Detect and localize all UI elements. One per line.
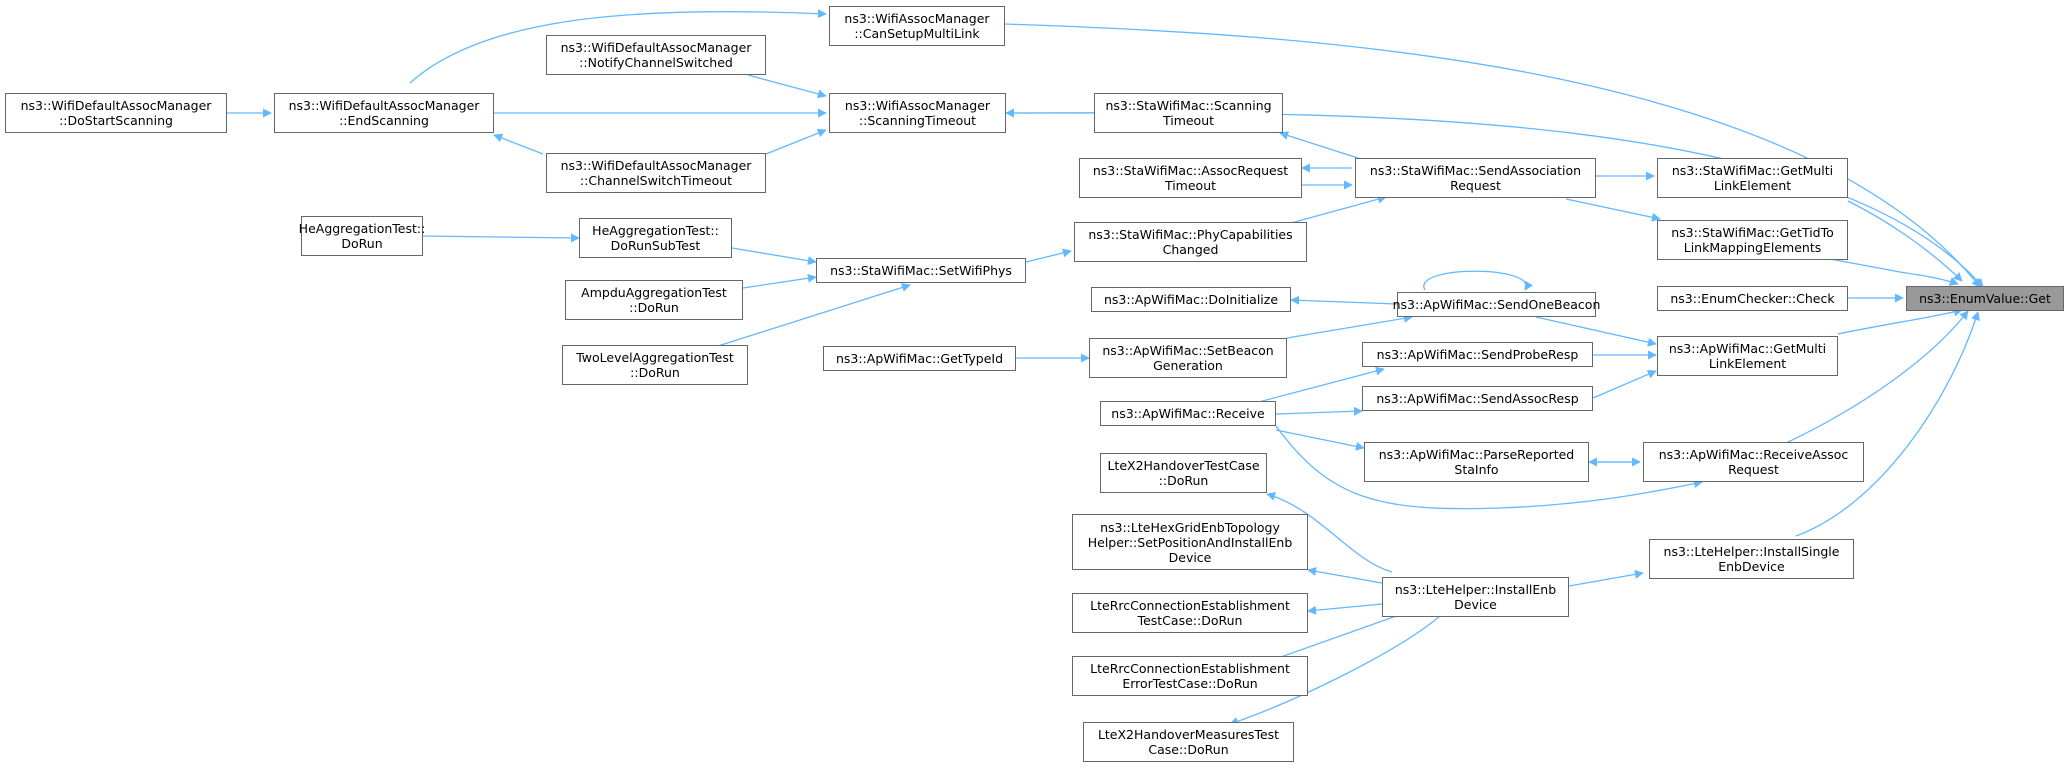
node-sta-scanning-timeout[interactable]: ns3::StaWifiMac::Scanning Timeout — [1094, 93, 1283, 133]
node-lte-rrc-conn-est-error-test-dorun[interactable]: LteRrcConnectionEstablishment ErrorTestC… — [1072, 656, 1308, 696]
node-send-association-request[interactable]: ns3::StaWifiMac::SendAssociation Request — [1355, 158, 1596, 198]
node-end-scanning[interactable]: ns3::WifiDefaultAssocManager ::EndScanni… — [274, 93, 494, 133]
edge-send-association-request-to-sta-scanning-timeout — [1279, 131, 1365, 161]
edge-send-one-beacon-loop — [1423, 270, 1534, 291]
node-notify-channel-switched[interactable]: ns3::WifiDefaultAssocManager ::NotifyCha… — [546, 35, 766, 75]
node-lte-hex-grid-set-position[interactable]: ns3::LteHexGridEnbTopology Helper::SetPo… — [1072, 514, 1308, 570]
edge-ap-receive-to-send-assoc-resp — [1275, 406, 1363, 416]
edge-lte-x2-measures-to-install-enb — [1229, 615, 1441, 726]
edge-lte-hex-grid-to-install-enb — [1307, 566, 1383, 584]
node-set-wifi-phys[interactable]: ns3::StaWifiMac::SetWifiPhys — [816, 258, 1026, 283]
edge-install-enb-to-install-single-enb — [1568, 569, 1644, 587]
edge-ap-receive-to-send-probe-resp — [1250, 366, 1385, 405]
edge-lte-rrc-error-test-to-install-enb — [1263, 613, 1403, 665]
node-he-aggregation-test-dorunsubtest[interactable]: HeAggregationTest:: DoRunSubTest — [579, 218, 732, 258]
node-get-tid-to-link-mapping[interactable]: ns3::StaWifiMac::GetTidTo LinkMappingEle… — [1657, 220, 1848, 260]
node-ampdu-aggregation-test-dorun[interactable]: AmpduAggregationTest ::DoRun — [565, 280, 743, 320]
node-channel-switch-timeout[interactable]: ns3::WifiDefaultAssocManager ::ChannelSw… — [546, 153, 766, 193]
node-enum-checker-check[interactable]: ns3::EnumChecker::Check — [1657, 286, 1848, 311]
node-send-one-beacon[interactable]: ns3::ApWifiMac::SendOneBeacon — [1393, 292, 1600, 317]
edge-he-dorunsubtest-to-set-wifi-phys — [731, 247, 817, 266]
edge-channel-switch-timeout-to-end-scanning — [493, 133, 544, 155]
node-phy-capabilities-changed[interactable]: ns3::StaWifiMac::PhyCapabilities Changed — [1074, 222, 1307, 262]
edge-lte-x2-handover-to-install-enb — [1266, 492, 1393, 573]
edge-end-scanning-to-can-setup-multilink — [409, 9, 827, 84]
node-install-enb-device[interactable]: ns3::LteHelper::InstallEnb Device — [1382, 577, 1569, 617]
node-ap-receive[interactable]: ns3::ApWifiMac::Receive — [1100, 401, 1276, 426]
node-enum-value-get: ns3::EnumValue::Get — [1906, 286, 2064, 311]
edge-sta-get-multilink-to-get — [1847, 200, 1963, 282]
node-sta-get-multilink-element[interactable]: ns3::StaWifiMac::GetMulti LinkElement — [1657, 158, 1848, 198]
edge-get-tid-to-link-to-get — [1829, 258, 1959, 286]
node-lte-x2-handover-measures-test-dorun[interactable]: LteX2HandoverMeasuresTest Case::DoRun — [1083, 722, 1294, 762]
node-send-probe-resp[interactable]: ns3::ApWifiMac::SendProbeResp — [1362, 342, 1593, 367]
node-scanning-timeout[interactable]: ns3::WifiAssocManager ::ScanningTimeout — [829, 93, 1006, 133]
edge-receive-assoc-request-to-get — [1783, 310, 1969, 445]
edge-he-dorun-to-he-dorunsubtest — [422, 233, 580, 243]
edge-set-beacon-generation-to-send-one-beacon — [1286, 313, 1413, 339]
node-send-assoc-resp[interactable]: ns3::ApWifiMac::SendAssocResp — [1362, 386, 1593, 411]
node-receive-assoc-request[interactable]: ns3::ApWifiMac::ReceiveAssoc Request — [1643, 442, 1864, 482]
edge-can-setup-multilink-to-get — [1004, 23, 1981, 288]
edge-send-association-request-to-get-tid-to-link — [1565, 198, 1661, 222]
node-he-aggregation-test-dorun[interactable]: HeAggregationTest:: DoRun — [299, 216, 425, 256]
node-set-beacon-generation[interactable]: ns3::ApWifiMac::SetBeacon Generation — [1089, 338, 1287, 378]
edge-ap-receive-to-parse-reported — [1275, 429, 1365, 451]
edge-lte-rrc-test-to-install-enb — [1307, 603, 1383, 615]
edge-send-one-beacon-to-ap-do-initialize — [1290, 295, 1398, 305]
edge-phy-capabilities-to-send-association-request — [1279, 194, 1387, 227]
edge-send-one-beacon-to-ap-get-multilink — [1535, 316, 1657, 347]
edge-channel-switch-timeout-to-scanning-timeout — [765, 128, 827, 155]
edge-ap-get-multilink-to-get — [1837, 307, 1963, 335]
node-assoc-request-timeout[interactable]: ns3::StaWifiMac::AssocRequest Timeout — [1079, 158, 1302, 198]
edge-ap-receive-to-receive-assoc-request — [1275, 425, 1703, 510]
node-lte-rrc-conn-est-test-dorun[interactable]: LteRrcConnectionEstablishment TestCase::… — [1072, 593, 1308, 633]
node-parse-reported-sta-info[interactable]: ns3::ApWifiMac::ParseReported StaInfo — [1364, 442, 1589, 482]
node-can-setup-multilink[interactable]: ns3::WifiAssocManager ::CanSetupMultiLin… — [829, 6, 1005, 46]
node-do-start-scanning[interactable]: ns3::WifiDefaultAssocManager ::DoStartSc… — [5, 93, 227, 133]
node-ap-get-type-id[interactable]: ns3::ApWifiMac::GetTypeId — [823, 346, 1016, 371]
node-lte-x2-handover-test-dorun[interactable]: LteX2HandoverTestCase ::DoRun — [1100, 453, 1267, 493]
edge-set-wifi-phys-to-phy-capabilities — [1025, 248, 1072, 263]
node-two-level-aggregation-test-dorun[interactable]: TwoLevelAggregationTest ::DoRun — [562, 345, 748, 385]
node-ap-get-multilink-element[interactable]: ns3::ApWifiMac::GetMulti LinkElement — [1657, 336, 1838, 376]
node-ap-do-initialize[interactable]: ns3::ApWifiMac::DoInitialize — [1091, 287, 1291, 312]
edge-notify-channel-switched-to-scanning-timeout — [747, 74, 827, 99]
node-install-single-enb-device[interactable]: ns3::LteHelper::InstallSingle EnbDevice — [1649, 539, 1854, 579]
edge-two-level-dorun-to-set-wifi-phys — [717, 283, 911, 347]
edge-send-assoc-resp-to-ap-get-multilink — [1592, 370, 1657, 399]
edge-install-single-enb-to-get — [1795, 311, 1980, 537]
edge-ampdu-dorun-to-set-wifi-phys — [742, 273, 817, 289]
